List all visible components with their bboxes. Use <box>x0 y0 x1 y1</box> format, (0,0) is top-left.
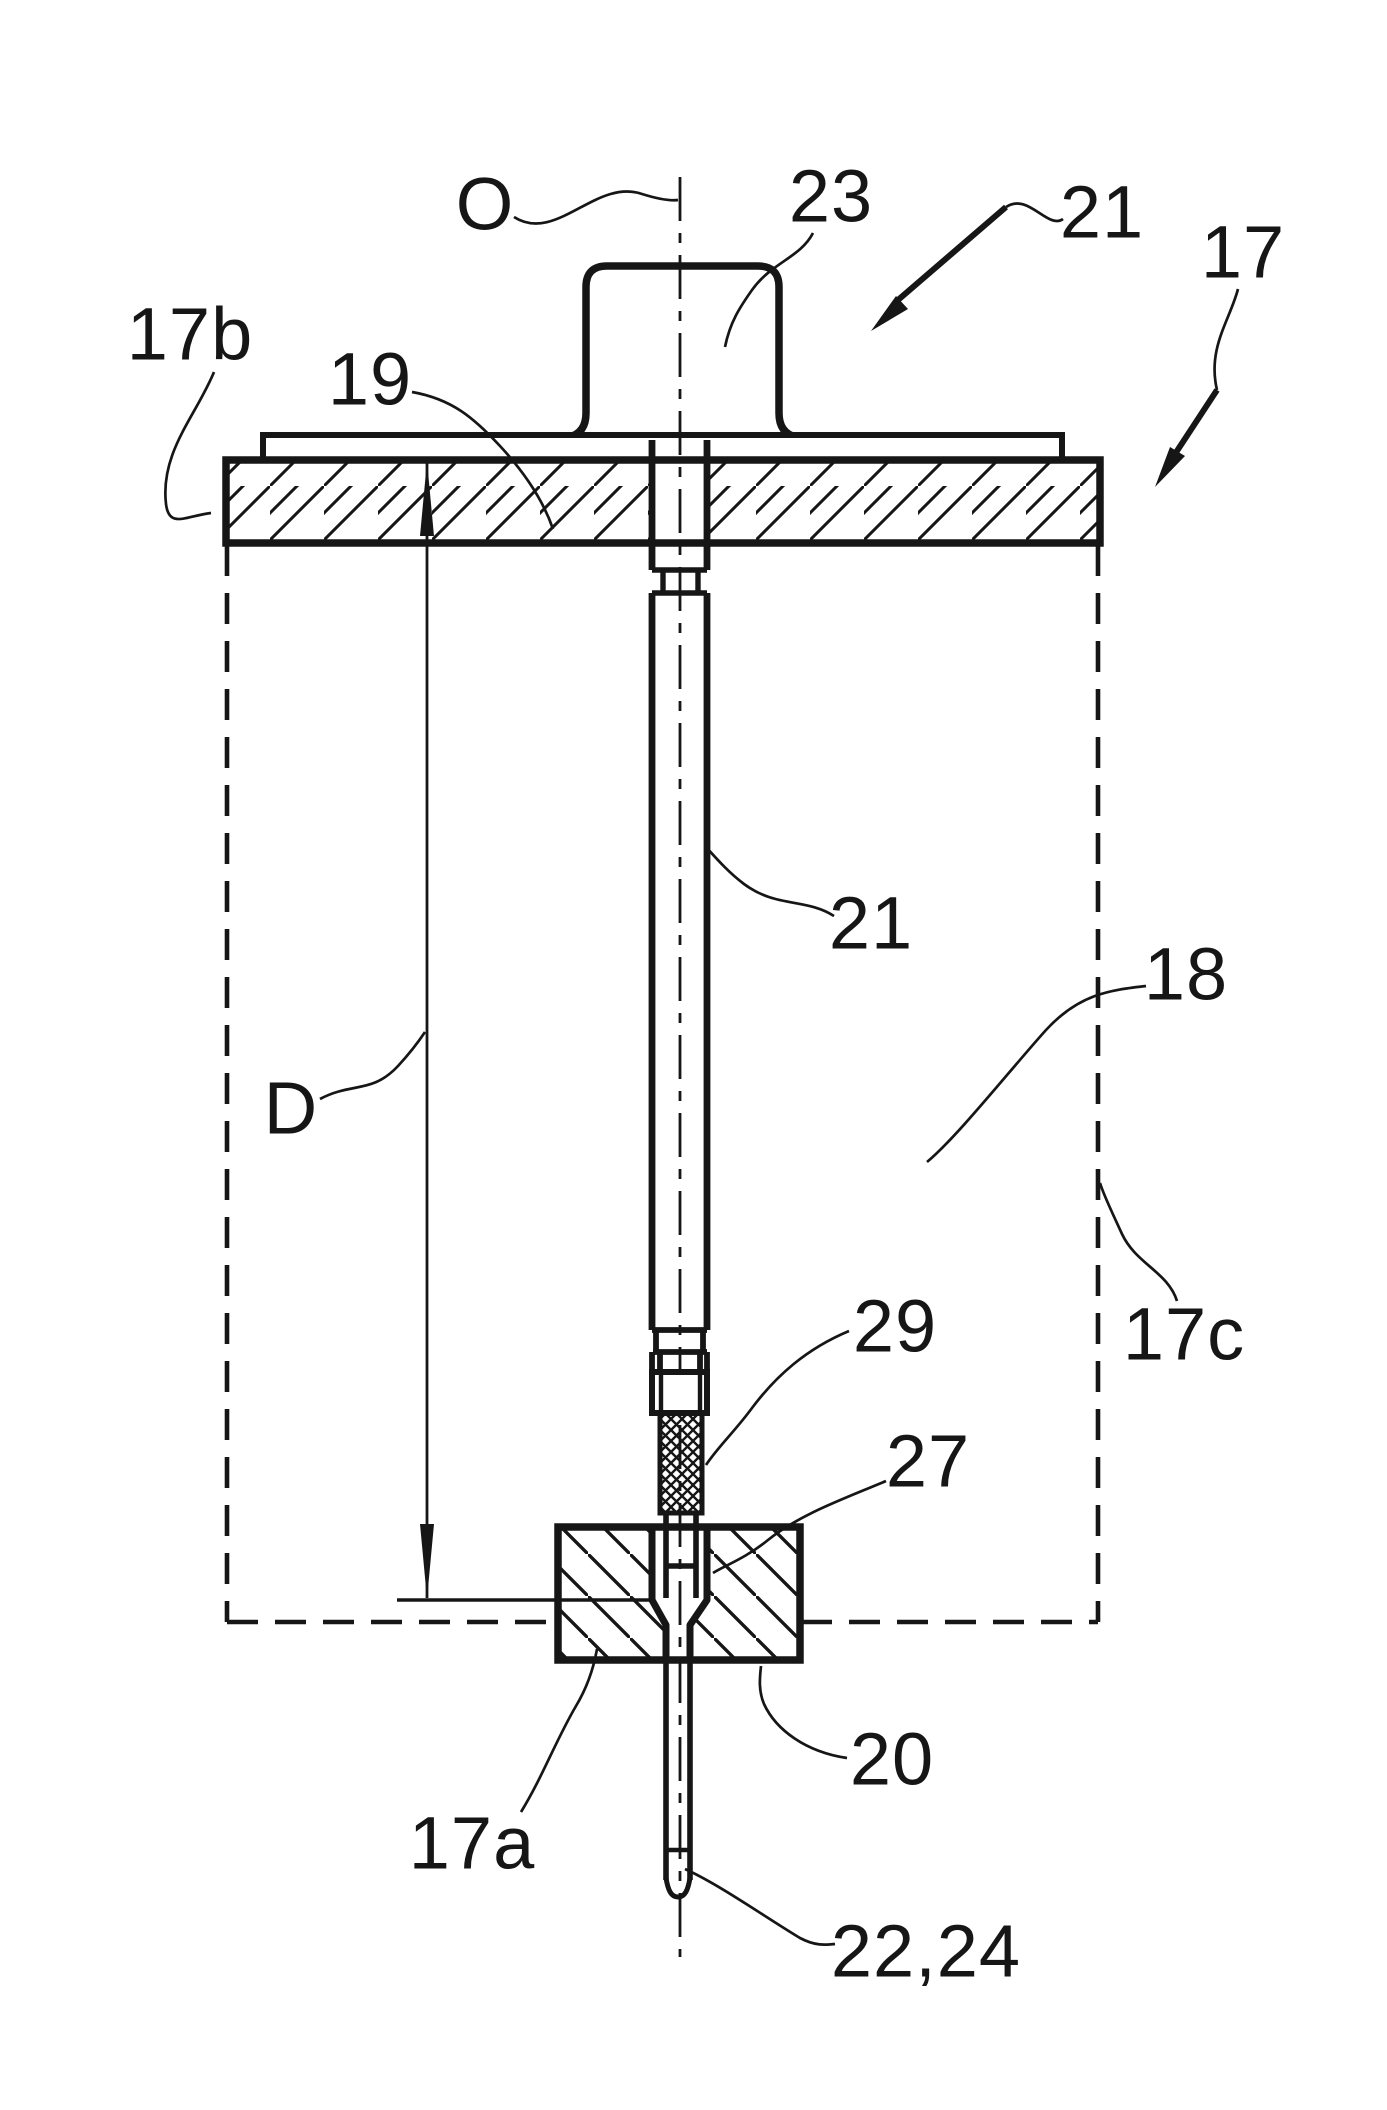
rod-stem <box>663 1513 699 1598</box>
enclosure-dashed-outline <box>224 545 1101 1625</box>
rod-walls <box>648 440 711 1330</box>
callout-23: 23 <box>723 155 873 348</box>
block-hatching-left <box>558 1527 666 1660</box>
leader-line <box>684 1867 836 1947</box>
leader-line <box>1098 1182 1179 1302</box>
callout-20: 20 <box>758 1665 934 1801</box>
label-dimension-d: D <box>264 1067 318 1150</box>
callout-21-top: 21 <box>871 171 1144 331</box>
dimension-arrow-up-icon <box>420 461 434 536</box>
dimension-arrow-down-icon <box>420 1524 434 1599</box>
leader-line <box>319 1031 427 1101</box>
leader-line <box>519 1648 599 1813</box>
needle-tip <box>663 1877 693 1900</box>
label-rod-21-mid: 21 <box>829 882 913 965</box>
leader-line <box>1213 288 1240 391</box>
dimension-d <box>397 461 652 1602</box>
callout-17: 17 <box>1155 211 1285 487</box>
leader-line <box>411 390 555 530</box>
callout-29: 29 <box>704 1285 937 1466</box>
block-channel-walls <box>648 1527 711 1660</box>
label-bore-19: 19 <box>328 338 412 421</box>
mounting-plate <box>222 456 1104 547</box>
arrowhead-icon <box>1155 447 1185 487</box>
cap-cylinder <box>567 262 798 441</box>
label-device-17: 17 <box>1201 211 1285 294</box>
label-nut-27: 27 <box>886 1420 970 1503</box>
leader-line <box>758 1665 848 1760</box>
callout-18: 18 <box>926 933 1228 1164</box>
rod-collar-27 <box>649 1369 710 1416</box>
callout-27: 27 <box>712 1420 970 1575</box>
label-thread-29: 29 <box>853 1285 937 1368</box>
callouts: O 23 21 17 17b 19 21 <box>127 155 1285 1993</box>
label-chamber-18: 18 <box>1144 933 1228 1016</box>
callout-21-mid: 21 <box>705 846 913 965</box>
callout-17c: 17c <box>1098 1182 1245 1376</box>
callout-22-24: 22,24 <box>684 1867 1021 1993</box>
callout-19: 19 <box>328 338 555 530</box>
label-holder-20: 20 <box>850 1718 934 1801</box>
block-hatching-right <box>690 1527 800 1660</box>
label-plate-17b: 17b <box>127 293 253 376</box>
leader-line <box>163 371 216 521</box>
label-rod-21-top: 21 <box>1060 171 1144 254</box>
callout-d: D <box>264 1031 427 1150</box>
label-cap-23: 23 <box>789 155 873 238</box>
leader-line <box>712 1479 887 1575</box>
arrow-shaft <box>1172 388 1220 456</box>
control-rod <box>648 440 711 1900</box>
rod-upper-groove <box>652 567 707 596</box>
label-base-17a: 17a <box>409 1802 535 1885</box>
leader-line <box>1005 202 1064 223</box>
leader-line <box>513 190 679 225</box>
callout-o: O <box>456 163 679 246</box>
label-sleeve-17c: 17c <box>1123 1293 1245 1376</box>
leader-line <box>723 232 815 348</box>
arrowhead-icon <box>871 296 908 331</box>
leader-line <box>926 984 1147 1164</box>
needle-22-24 <box>663 1660 693 1900</box>
label-tip-22-24: 22,24 <box>831 1910 1021 1993</box>
leader-line <box>704 1329 850 1466</box>
leader-line <box>705 846 835 918</box>
label-axis-o: O <box>456 163 515 246</box>
needle-walls <box>663 1660 693 1880</box>
callout-17b: 17b <box>127 293 253 521</box>
callout-17a: 17a <box>409 1648 599 1885</box>
arrow-shaft <box>896 204 1008 303</box>
threaded-section-29 <box>657 1410 705 1516</box>
plate-outline <box>222 456 1104 547</box>
